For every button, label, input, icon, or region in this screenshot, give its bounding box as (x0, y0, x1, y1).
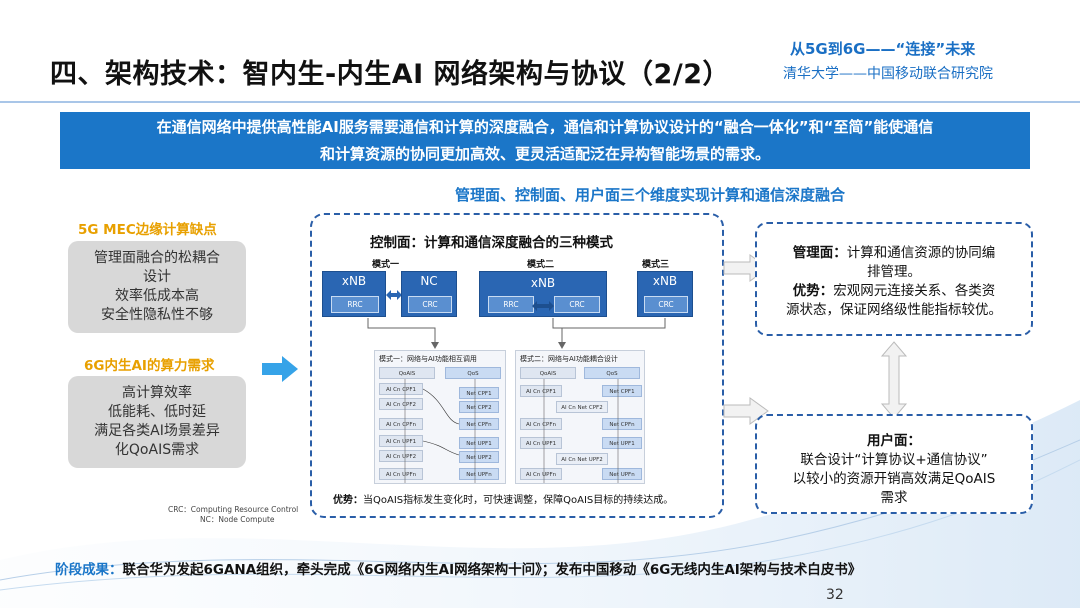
footnote-nc: NC：Node Compute (200, 515, 275, 524)
ai-upf-cell: AI Cn UPF1 (520, 437, 562, 449)
user-plane-line-3: 需求 (880, 490, 908, 506)
ai-cpf-cell: AI Cn CPF1 (520, 385, 562, 397)
qos-header: QoS (584, 367, 640, 379)
net-upf-cell: Net UPF1 (602, 437, 642, 449)
crc-block: CRC (554, 296, 600, 313)
ai-net-cpf-cell: AI Cn Net CPF2 (556, 401, 608, 413)
ai-cpf-cell: AI Cn CPFn (520, 418, 562, 430)
net-upf-cell: Net UPFn (602, 468, 642, 480)
brand-slogan: 从5G到6G——“连接”未来 (790, 40, 976, 58)
diagram-title: 模式二：网络与AI功能耦合设计 (520, 355, 618, 363)
page-number: 32 (826, 587, 844, 603)
mec-drawbacks-box: 管理面融合的松耦合 设计 效率低成本高 安全性隐私性不够 (68, 241, 246, 333)
mode3-xnb-node: xNB CRC (637, 271, 693, 317)
ai-cpf-cell: AI Cn CPF1 (379, 383, 423, 395)
ai-demand-item: 满足各类AI场景差异 (94, 423, 220, 439)
ai-demand-item: 高计算效率 (122, 385, 192, 401)
management-desc-1: 计算和通信资源的协同编 (846, 245, 996, 261)
net-upf-cell: Net UPFn (459, 468, 499, 480)
page-title: 四、架构技术：智内生-内生AI 网络架构与协议（2/2） (50, 59, 730, 90)
mode2-label: 模式二 (527, 260, 555, 270)
management-advantage-line-1: 优势：宏观网元连接关系、各类资 (757, 282, 1031, 301)
crc-block: CRC (644, 296, 688, 313)
management-plane-box: 管理面：计算和通信资源的协同编 排管理。 优势：宏观网元连接关系、各类资 源状态… (755, 222, 1033, 336)
net-cpf-cell: Net CPF1 (459, 387, 499, 399)
mode1-diagram: 模式一：网络与AI功能相互调用 QoAIS QoS AI Cn CPF1 AI … (374, 350, 506, 484)
management-line-1: 管理面：计算和通信资源的协同编 (757, 244, 1031, 263)
control-plane-advantage: 优势：当QoAIS指标发生变化时，可快速调整，保障QoAIS目标的持续达成。 (333, 491, 673, 506)
right-arrow-icon (262, 356, 298, 382)
ai-upf-cell: AI Cn UPF1 (379, 435, 423, 447)
user-plane-label: 用户面： (867, 433, 921, 449)
banner-line-1: 在通信网络中提供高性能AI服务需要通信和计算的深度融合，通信和计算协议设计的“融… (156, 118, 934, 136)
mode1-flow-lines (404, 379, 476, 483)
xnb-label: xNB (652, 274, 678, 288)
ai-net-upf-cell: AI Cn Net UPF2 (556, 453, 608, 465)
mode1-xnb-node: xNB RRC (322, 271, 386, 317)
net-cpf-cell: Net CPF2 (459, 401, 499, 413)
net-cpf-cell: Net CPF1 (602, 385, 642, 397)
qoais-header: QoAIS (520, 367, 576, 379)
qos-header: QoS (445, 367, 501, 379)
ai-demand-box: 高计算效率 低能耗、低时延 满足各类AI场景差异 化QoAIS需求 (68, 376, 246, 468)
mec-drawbacks-label: 5G MEC边缘计算缺点 (78, 222, 217, 238)
control-plane-panel (310, 213, 724, 518)
user-plane-line-2: 以较小的资源开销高效满足QoAIS (792, 471, 996, 487)
mode3-label: 模式三 (642, 260, 670, 270)
ai-upf-cell: AI Cn UPFn (520, 468, 562, 480)
ai-demand-item: 化QoAIS需求 (114, 442, 200, 458)
mec-item: 设计 (143, 269, 171, 285)
advantage-label: 优势： (333, 495, 363, 506)
achievement-line: 阶段成果：联合华为发起6GANA组织，牵头完成《6G网络内生AI网络架构十问》；… (55, 558, 861, 578)
management-desc-2: 排管理。 (867, 264, 921, 280)
section-subheading: 管理面、控制面、用户面三个维度实现计算和通信深度融合 (455, 186, 846, 204)
diagram-title: 模式一：网络与AI功能相互调用 (379, 355, 477, 363)
double-arrow-icon (532, 301, 554, 311)
nc-label: NC (420, 274, 438, 288)
mode2-xnb-node: xNB RRC CRC (479, 271, 607, 317)
achievement-label: 阶段成果： (55, 562, 123, 578)
net-cpf-cell: Net CPFn (459, 418, 499, 430)
achievement-text: 联合华为发起6GANA组织，牵头完成《6G网络内生AI网络架构十问》；发布中国移… (122, 562, 862, 578)
rrc-block: RRC (488, 296, 534, 313)
mec-item: 效率低成本高 (115, 288, 199, 304)
xnb-label: xNB (530, 276, 556, 290)
net-upf-cell: Net UPF1 (459, 437, 499, 449)
control-plane-title: 控制面：计算和通信深度融合的三种模式 (370, 235, 613, 251)
rrc-block: RRC (331, 296, 379, 313)
mode1-label: 模式一 (372, 260, 400, 270)
brand-institute: 清华大学——中国移动联合研究院 (783, 66, 993, 82)
ai-upf-cell: AI Cn UPFn (379, 468, 423, 480)
crc-block: CRC (408, 296, 452, 313)
footnote-crc: CRC：Computing Resource Control (168, 505, 299, 514)
net-cpf-cell: Net CPFn (602, 418, 642, 430)
header-divider (0, 101, 1080, 103)
summary-banner: 在通信网络中提供高性能AI服务需要通信和计算的深度融合，通信和计算协议设计的“融… (60, 112, 1030, 169)
advantage-text: 当QoAIS指标发生变化时，可快速调整，保障QoAIS目标的持续达成。 (363, 495, 674, 506)
management-adv-label: 优势： (792, 283, 834, 299)
xnb-label: xNB (341, 274, 367, 288)
mec-item: 管理面融合的松耦合 (94, 250, 220, 266)
ai-cpf-cell: AI Cn CPFn (379, 418, 423, 430)
ai-demand-item: 低能耗、低时延 (108, 404, 206, 420)
vertical-double-arrow-icon (880, 341, 908, 419)
mode2-flow-lines (543, 379, 619, 483)
qoais-header: QoAIS (379, 367, 435, 379)
management-label: 管理面： (792, 245, 847, 261)
ai-cpf-cell: AI Cn CPF2 (379, 398, 423, 410)
mode2-diagram: 模式二：网络与AI功能耦合设计 QoAIS QoS AI Cn CPF1 AI … (515, 350, 645, 484)
mec-item: 安全性隐私性不够 (101, 307, 213, 323)
double-arrow-icon (386, 290, 402, 300)
banner-line-2: 和计算资源的协同更加高效、更灵活适配泛在异构智能场景的需求。 (319, 145, 770, 163)
management-adv-1: 宏观网元连接关系、各类资 (833, 283, 996, 299)
connector-lines (367, 318, 666, 349)
mode1-nc-node: NC CRC (401, 271, 457, 317)
ai-demand-label: 6G内生AI的算力需求 (84, 358, 215, 374)
ai-upf-cell: AI Cn UPF2 (379, 450, 423, 462)
net-upf-cell: Net UPF2 (459, 451, 499, 463)
management-adv-2: 源状态，保证网络级性能指标较优。 (786, 302, 1002, 318)
user-plane-box: 用户面： 联合设计“计算协议+通信协议” 以较小的资源开销高效满足QoAIS 需… (755, 414, 1033, 514)
user-plane-line-1: 联合设计“计算协议+通信协议” (800, 452, 988, 468)
